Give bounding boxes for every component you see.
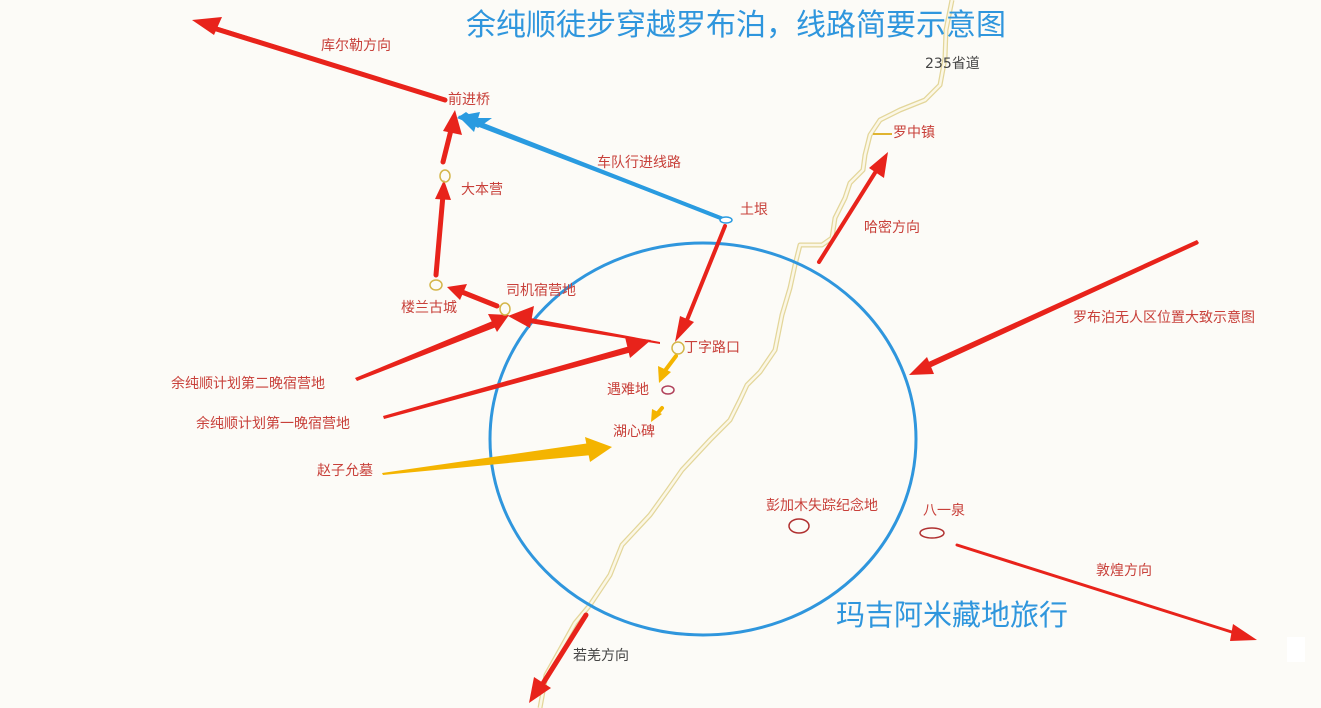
- label-tuken: 土垠: [740, 202, 768, 218]
- label-second-night-camp: 余纯顺计划第二晚宿营地: [171, 376, 325, 392]
- label-hami-direction: 哈密方向: [864, 220, 920, 236]
- label-bayi-quan: 八一泉: [923, 503, 965, 519]
- label-luozhong-zhen: 罗中镇: [893, 125, 935, 141]
- marker-dingzi-lukou: [671, 341, 685, 355]
- label-siji-camp: 司机宿营地: [506, 283, 576, 299]
- label-loulan: 楼兰古城: [401, 300, 457, 316]
- label-road-235: 235省道: [925, 56, 980, 72]
- label-qianjinqiao: 前进桥: [448, 92, 490, 108]
- map-title: 余纯顺徒步穿越罗布泊，线路简要示意图: [466, 8, 1006, 43]
- waypoint-markers: [429, 133, 945, 539]
- marker-tuken: [719, 216, 733, 224]
- label-dunhuang-direction: 敦煌方向: [1096, 563, 1152, 579]
- marker-siji-camp: [499, 302, 511, 316]
- watermark-text: 玛吉阿米藏地旅行: [836, 598, 1069, 632]
- yellow-arrows: [382, 354, 678, 475]
- label-lop-nur-area: 罗布泊无人区位置大致示意图: [1073, 310, 1255, 326]
- label-yunan-di: 遇难地: [607, 382, 649, 398]
- label-ruoqiang-direction: 若羌方向: [573, 648, 629, 664]
- marker-bayi-quan: [919, 527, 945, 539]
- label-zhao-ziyun-tomb: 赵子允墓: [317, 463, 373, 479]
- marker-yunan-di: [661, 385, 675, 395]
- marker-pengjiamu: [788, 518, 810, 534]
- label-huxin-bei: 湖心碑: [613, 424, 655, 440]
- convoy-route-arrow: [457, 112, 726, 221]
- lop-nur-region-circle: [488, 241, 918, 637]
- label-dingzi-lukou: 丁字路口: [684, 340, 740, 356]
- label-korla-direction: 库尔勒方向: [321, 38, 391, 54]
- marker-loulan: [429, 279, 443, 291]
- label-dabenying: 大本营: [461, 182, 503, 198]
- blank-patch: [1287, 637, 1305, 662]
- red-route-arrows: [192, 17, 1257, 703]
- label-pengjiamu: 彭加木失踪纪念地: [766, 498, 878, 514]
- marker-dabenying: [439, 169, 451, 183]
- label-first-night-camp: 余纯顺计划第一晚宿营地: [196, 416, 350, 432]
- road-235-provincial: [537, 0, 955, 708]
- label-convoy-route: 车队行进线路: [597, 155, 681, 171]
